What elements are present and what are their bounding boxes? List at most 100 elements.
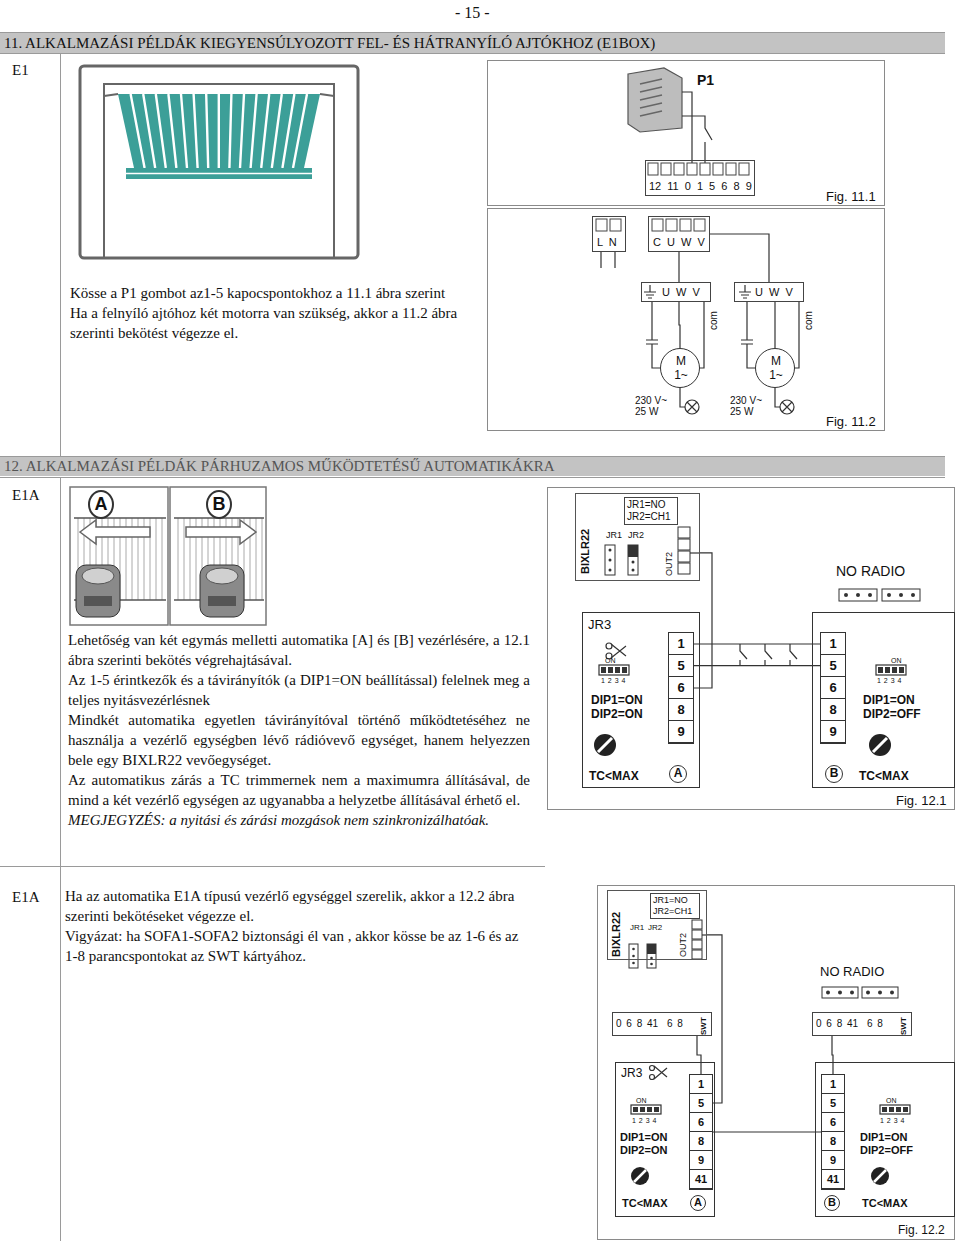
trimmer-setting: TC<MAX: [622, 1197, 668, 1209]
page-number: - 15 -: [455, 4, 490, 22]
wire: [710, 234, 769, 282]
body-text: Az 1-5 érintkezők és a távirányítók (a D…: [68, 670, 530, 710]
figure-frame: Fig. 11.2 L N C U W V U W V M 1~ U W V M 1~: [487, 208, 885, 431]
paragraph-group: Lehetőség van két egymás melletti automa…: [68, 630, 530, 830]
switch-numbers: 1 2 3 4: [877, 677, 901, 685]
dip-setting: DIP1=ON DIP2=ON: [620, 1131, 682, 1157]
figure-frame: Fig. 11.1 12 11 0 1 5 6 8 9: [487, 60, 885, 206]
receiver-board: BIXLR22JR1=NO JR2=CH1JR1JR2OUT2: [607, 890, 707, 960]
section-band: 12. ALKALMAZÁSI PÉLDÁK PÁRHUZAMOS MŰKÖDT…: [0, 457, 945, 476]
terminal-labels: U W V: [662, 286, 700, 298]
row-code: E1A: [12, 889, 40, 906]
motor-label: M 1~: [768, 354, 784, 382]
jumper-name: JR1: [630, 923, 644, 932]
output-name: OUT2: [664, 552, 674, 576]
callout-letter: A: [90, 493, 112, 515]
wire: [679, 302, 680, 348]
note-text: MEGJEGYZÉS: a nyitási és zárási mozgások…: [68, 810, 530, 830]
switch-label: ON: [891, 657, 902, 665]
trimmer-setting: TC<MAX: [862, 1197, 908, 1209]
unit-letter: B: [825, 765, 843, 783]
rating-note: 230 V~ 25 W: [635, 395, 679, 417]
terminal-labels: 12 11 0 1 5 6 8 9: [649, 180, 752, 192]
terminal-labels: U W V: [755, 286, 793, 298]
body-text: Mindkét automatika egyetlen távirányítóv…: [68, 710, 530, 770]
callout-letter: B: [208, 493, 230, 515]
control-unit: JR3ON 1 2 3 4 DIP1=ON DIP2=ON TC<MAX A 1 5 6 …: [582, 612, 700, 788]
switch-numbers: 1 2 3 4: [632, 1117, 656, 1125]
terminal-block: 1 5 6 8 9: [820, 632, 846, 744]
figure-number: Fig. 11.2: [826, 414, 876, 429]
terminal-labels: L N: [597, 236, 617, 248]
switch-label: ON: [605, 657, 616, 665]
terminal-block: 1 5 6 8 9: [668, 632, 694, 744]
board-name: SWT: [899, 1017, 908, 1035]
terminal-block: 1 5 6 8 9 41: [821, 1074, 845, 1190]
section-band: 11. ALKALMAZÁSI PÉLDÁK KIEGYENSÚLYOZOTT …: [0, 33, 945, 53]
body-text: Az automatikus zárás a TC trimmernek nem…: [68, 770, 530, 810]
control-unit: JR3ON 1 2 3 4 DIP1=ON DIP2=ON TC<MAX A 1 5 6 …: [615, 1062, 715, 1217]
section-heading: 11. ALKALMAZÁSI PÉLDÁK KIEGYENSÚLYOZOTT …: [4, 34, 655, 52]
unit-letter: A: [669, 765, 687, 783]
motor-label: M 1~: [673, 354, 689, 382]
terminal-labels: 6 8: [867, 1018, 883, 1029]
paragraph-group: Kösse a P1 gombot az1-5 kapocspontokhoz …: [70, 283, 500, 343]
unit-letter: B: [824, 1195, 840, 1211]
jumper-name: JR2: [648, 923, 662, 932]
figure-frame: Fig. 12.2BIXLR22JR1=NO JR2=CH1JR1JR2OUT2…: [597, 885, 955, 1240]
terminal-labels: C U W V: [653, 236, 705, 248]
jumper-name: JR3: [621, 1066, 642, 1080]
terminal-numbers: 1 5 6 8 9 41: [822, 1075, 844, 1189]
figure-frame: Fig. 12.1BIXLR22JR1=NO JR2=CH1JR1JR2OUT2…: [547, 487, 955, 810]
switch-numbers: 1 2 3 4: [601, 677, 625, 685]
callout-circle: B: [206, 490, 232, 519]
jumper-name: JR3: [588, 617, 611, 632]
switch-numbers: 1 2 3 4: [880, 1117, 904, 1125]
terminal-strip: 0 6 8 41 6 8 SWT: [812, 1012, 912, 1036]
switch-label: ON: [886, 1097, 897, 1105]
dip-setting: DIP1=ON DIP2=ON: [591, 693, 653, 721]
wire-name: com: [803, 311, 814, 330]
board-note: NO RADIO: [836, 563, 905, 579]
receiver-board: BIXLR22JR1=NO JR2=CH1JR1JR2OUT2: [575, 493, 700, 581]
terminal-numbers: 1 5 6 8 9 41: [690, 1075, 712, 1189]
wire: [694, 665, 820, 666]
terminal-block: 1 5 6 8 9 41: [689, 1074, 713, 1190]
jumper-name: JR2: [628, 530, 644, 540]
terminal-numbers: 1 5 6 8 9: [821, 633, 845, 743]
board-note: NO RADIO: [820, 964, 884, 979]
dip-setting: DIP1=ON DIP2=OFF: [863, 693, 929, 721]
terminal-strip: U W V: [734, 282, 804, 302]
board-name: BIXLR22: [610, 912, 622, 957]
jumper-setting: JR1=NO JR2=CH1: [624, 497, 678, 525]
terminal-labels: 0 6 8 41: [616, 1018, 658, 1029]
unit-letter: A: [690, 1195, 706, 1211]
wire: [694, 643, 820, 644]
terminal-strip: U W V: [641, 282, 711, 302]
wire: [697, 1036, 701, 1074]
body-text: Vigyázat: ha SOFA1-SOFA2 biztonsági él v…: [65, 926, 527, 966]
body-text: Ha a felnyíló ajtóhoz két motorra van sz…: [70, 303, 500, 343]
figure-number: Fig. 11.1: [826, 189, 876, 204]
control-unit: ON1 2 3 4DIP1=ON DIP2=OFFTC<MAXB1 5 6 8 …: [812, 612, 955, 788]
figure-number: Fig. 12.2: [898, 1223, 945, 1237]
body-text: Lehetőség van két egymás melletti automa…: [68, 630, 530, 670]
terminal-numbers: 1 5 6 8 9: [669, 633, 693, 743]
terminal-labels: 0 6 8 41: [816, 1018, 858, 1029]
trimmer-setting: TC<MAX: [589, 769, 639, 783]
terminal-strip: 12 11 0 1 5 6 8 9: [645, 160, 755, 196]
switch-label: ON: [636, 1097, 647, 1105]
row-code: E1: [12, 62, 29, 79]
body-text: Ha az automatika E1A típusú vezérlő egys…: [65, 886, 527, 926]
control-unit: ON1 2 3 4DIP1=ON DIP2=OFFTC<MAXB1 5 6 8 …: [815, 1062, 955, 1217]
rating-note: 230 V~ 25 W: [730, 395, 774, 417]
body-text: Kösse a P1 gombot az1-5 kapocspontokhoz …: [70, 283, 500, 303]
terminal-strip: L N: [592, 216, 626, 252]
terminal-strip: C U W V: [648, 216, 710, 252]
board-name: BIXLR22: [579, 529, 591, 574]
terminal-strip: 0 6 8 416 8SWT: [612, 1012, 712, 1036]
wire: [678, 252, 679, 282]
wire: [694, 553, 712, 688]
